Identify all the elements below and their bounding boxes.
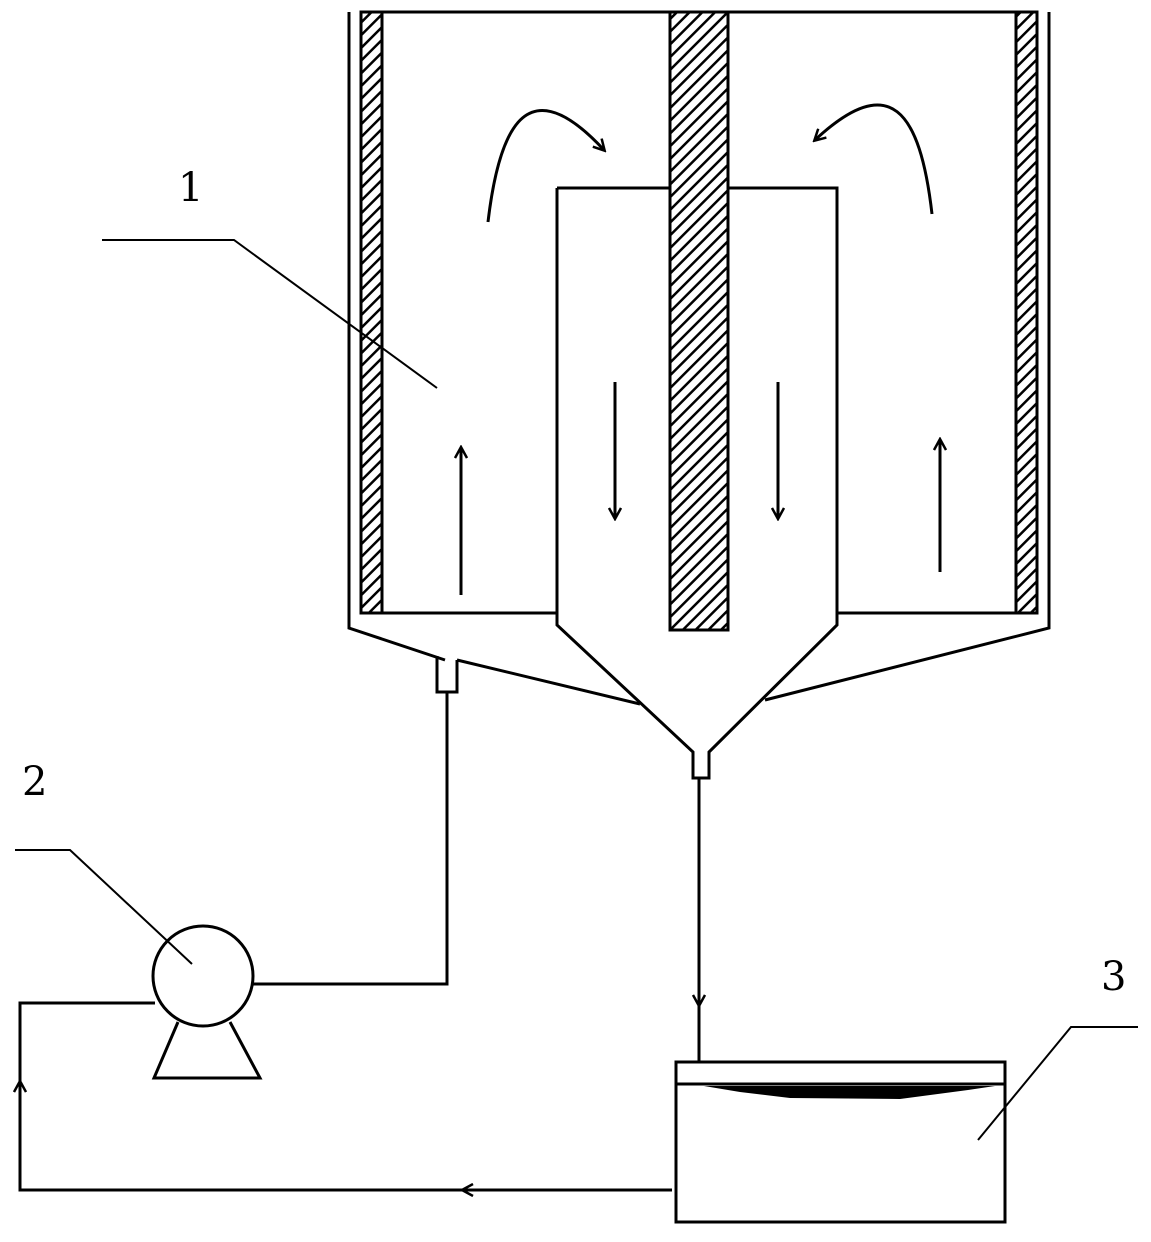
tank-sediment xyxy=(704,1086,995,1099)
flow-arrows xyxy=(461,103,940,595)
label-tank: 3 xyxy=(1101,954,1127,1000)
flow-arrow-top-left-curve xyxy=(486,108,604,223)
leader-line-3 xyxy=(977,1026,1138,1141)
pipe-reactor-to-pump xyxy=(252,692,449,986)
reactor-vessel xyxy=(347,10,1051,706)
pump-base xyxy=(151,1021,263,1080)
reactor-outer-wall xyxy=(347,12,1051,702)
right-insulation-wall xyxy=(1014,10,1039,615)
left-insulation-wall xyxy=(359,10,384,615)
leader-line-2 xyxy=(15,849,193,965)
reactor-bottom-left xyxy=(456,658,641,706)
label-reactor: 1 xyxy=(178,165,204,211)
label-pump: 2 xyxy=(22,759,48,805)
leader-lines xyxy=(15,239,1138,1141)
pump xyxy=(151,924,263,1080)
central-shaft xyxy=(668,10,730,632)
pipe-return-loop xyxy=(18,1001,672,1192)
draft-tube xyxy=(555,186,839,780)
reactor-outlet-nozzle xyxy=(435,656,459,694)
collection-tank xyxy=(674,1060,1007,1224)
draft-tube-body xyxy=(555,186,839,780)
leader-line-1 xyxy=(102,239,438,389)
flow-arrow-top-right-curve xyxy=(815,103,934,215)
